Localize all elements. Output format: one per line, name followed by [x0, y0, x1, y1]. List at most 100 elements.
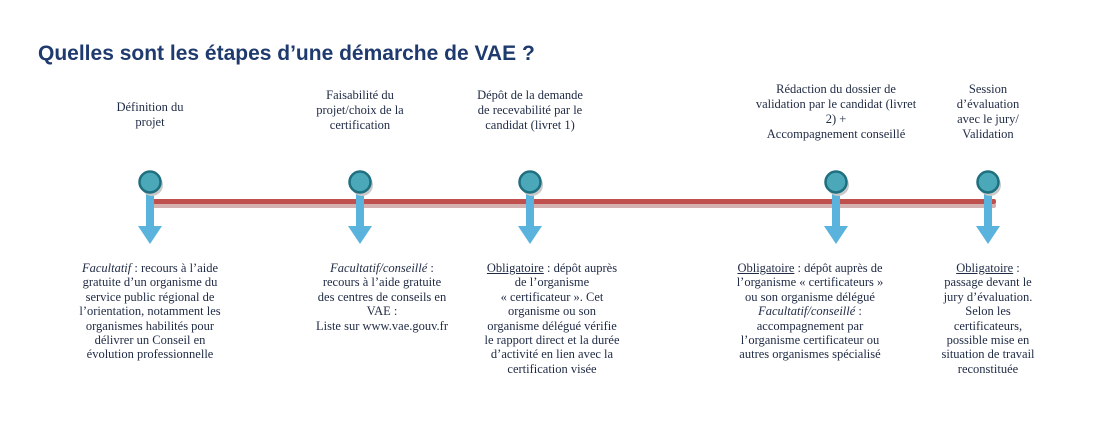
step-label-2: Faisabilité du projet/choix de la certif…: [316, 88, 404, 132]
description-text: l’organisme « certificateurs »: [736, 275, 884, 290]
arrow-shaft: [526, 190, 534, 230]
description-line: possible mise en: [928, 333, 1048, 347]
description-text: : dépôt auprès: [543, 261, 618, 275]
arrow-shaft: [984, 190, 992, 230]
description-line: Facultatif/conseillé :: [705, 304, 915, 318]
description-text: reconstituée: [957, 361, 1019, 376]
step-label-5: Session d’évaluation avec le jury/ Valid…: [956, 82, 1020, 141]
description-text: service public régional de: [85, 289, 215, 304]
description-text: le rapport direct et la durée: [484, 333, 620, 348]
down-arrow-icon: [824, 170, 849, 244]
description-text: autres organismes spécialisé: [739, 347, 881, 362]
description-line: d’activité en lien avec la: [452, 347, 652, 361]
description-text: jury d’évaluation.: [943, 289, 1033, 304]
step-circle: [976, 170, 1000, 194]
description-line: certification visée: [452, 362, 652, 376]
timeline-line: [146, 199, 996, 204]
description-text: délivrer un Conseil en: [94, 333, 206, 348]
description-line: l’orientation, notamment les: [50, 304, 250, 318]
arrow-head: [824, 226, 848, 244]
description-line: délivrer un Conseil en: [50, 333, 250, 347]
arrow-shaft: [356, 190, 364, 230]
description-text: Liste sur www.vae.gouv.fr: [315, 318, 449, 333]
description-line: autres organismes spécialisé: [705, 347, 915, 361]
description-text: : dépôt auprès de: [794, 261, 883, 275]
step-circle: [518, 170, 542, 194]
step-circle: [824, 170, 848, 194]
description-line: reconstituée: [928, 362, 1048, 376]
description-text: passage devant le: [944, 275, 1032, 290]
description-line: Liste sur www.vae.gouv.fr: [282, 319, 482, 333]
step-circle: [138, 170, 162, 194]
down-arrow-icon: [518, 170, 543, 244]
description-line: « certificateur ». Cet: [452, 290, 652, 304]
description-text: Selon les: [965, 304, 1011, 319]
description-line: VAE :: [282, 304, 482, 318]
down-arrow-icon: [138, 170, 163, 244]
description-line: évolution professionnelle: [50, 347, 250, 361]
description-line: situation de travail: [928, 347, 1048, 361]
description-emphasis: Facultatif/conseillé: [330, 261, 428, 275]
step-marker-3: [510, 168, 550, 248]
description-text: ou son organisme délégué: [745, 289, 875, 304]
arrow-head: [348, 226, 372, 244]
description-line: l’organisme « certificateurs »: [705, 275, 915, 289]
description-text: organisme ou son: [508, 304, 596, 319]
description-line: organisme ou son: [452, 304, 652, 318]
description-text: évolution professionnelle: [86, 347, 214, 362]
description-line: Obligatoire :: [928, 261, 1048, 275]
description-text: recours à l’aide gratuite: [322, 275, 442, 290]
description-text: :: [855, 304, 862, 319]
description-emphasis: Facultatif/conseillé: [758, 304, 856, 319]
step-description-2: Facultatif/conseillé :recours à l’aide g…: [282, 261, 482, 333]
description-text: :: [427, 261, 434, 275]
description-text: certificateurs,: [953, 318, 1023, 333]
down-arrow-icon: [348, 170, 373, 244]
step-marker-5: [968, 168, 1008, 248]
description-line: l’organisme certificateur ou: [705, 333, 915, 347]
description-line: passage devant le: [928, 275, 1048, 289]
description-mandatory: Obligatoire: [737, 261, 795, 275]
description-text: situation de travail: [941, 347, 1035, 362]
down-arrow-icon: [976, 170, 1001, 244]
description-line: jury d’évaluation.: [928, 290, 1048, 304]
description-line: Facultatif/conseillé :: [282, 261, 482, 275]
description-line: Obligatoire : dépôt auprès de: [705, 261, 915, 275]
description-text: : recours à l’aide: [131, 261, 219, 275]
description-line: organisme délégué vérifie: [452, 319, 652, 333]
description-emphasis: Facultatif: [81, 261, 132, 275]
description-text: accompagnement par: [756, 318, 864, 333]
description-text: gratuite d’un organisme du: [82, 275, 218, 290]
step-label-4: Rédaction du dossier de validation par l…: [755, 82, 917, 141]
description-line: des centres de conseils en: [282, 290, 482, 304]
description-line: service public régional de: [50, 290, 250, 304]
description-text: des centres de conseils en: [317, 289, 447, 304]
step-marker-2: [340, 168, 380, 248]
step-marker-1: [130, 168, 170, 248]
description-text: :: [1013, 261, 1020, 275]
description-text: d’activité en lien avec la: [490, 347, 614, 362]
description-text: l’orientation, notamment les: [79, 304, 221, 319]
arrow-shaft: [832, 190, 840, 230]
description-text: « certificateur ». Cet: [500, 289, 604, 304]
description-text: possible mise en: [946, 333, 1030, 348]
description-line: ou son organisme délégué: [705, 290, 915, 304]
description-line: de l’organisme: [452, 275, 652, 289]
description-mandatory: Obligatoire: [486, 261, 544, 275]
description-text: VAE :: [366, 304, 398, 319]
description-text: de l’organisme: [514, 275, 590, 290]
description-mandatory: Obligatoire: [956, 261, 1014, 275]
step-marker-4: [816, 168, 856, 248]
description-line: Selon les: [928, 304, 1048, 318]
description-text: l’organisme certificateur ou: [740, 333, 880, 348]
description-line: accompagnement par: [705, 319, 915, 333]
arrow-head: [518, 226, 542, 244]
description-line: Facultatif : recours à l’aide: [50, 261, 250, 275]
description-text: organisme délégué vérifie: [487, 318, 617, 333]
step-label-3: Dépôt de la demande de recevabilité par …: [477, 88, 583, 132]
description-text: organismes habilités pour: [85, 318, 215, 333]
description-line: Obligatoire : dépôt auprès: [452, 261, 652, 275]
